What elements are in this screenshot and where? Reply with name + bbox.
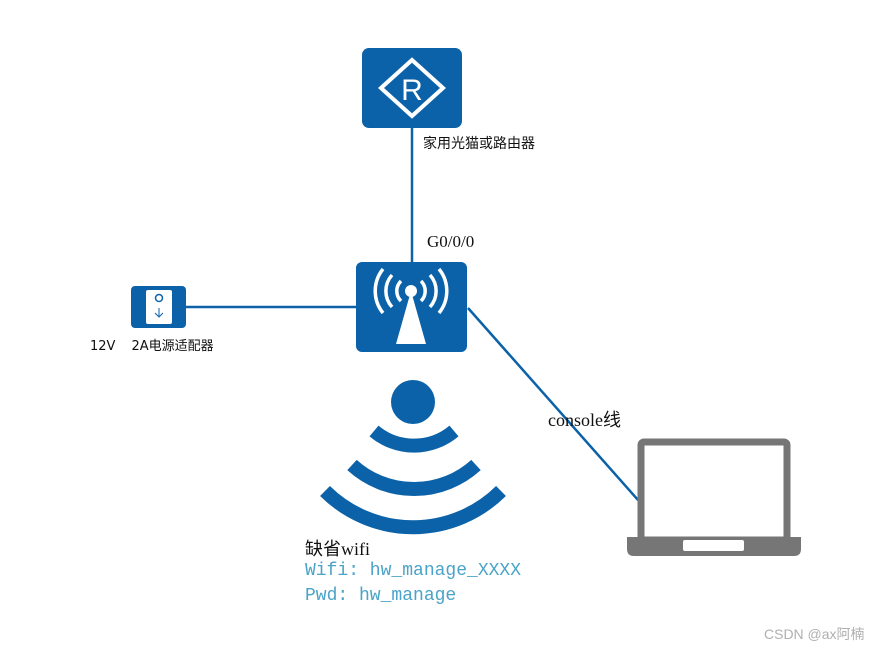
wireless-ap-icon [356, 262, 467, 352]
console-cable [467, 307, 639, 501]
adapter-label: 12V 2A电源适配器 [90, 335, 214, 354]
router-glyph: R [401, 74, 423, 107]
wifi-signal-icon [320, 380, 506, 535]
power-adapter-icon [131, 286, 186, 328]
router-r-icon: R [362, 48, 462, 128]
wifi-ssid: Wifi: hw_manage_XXXX [305, 561, 522, 581]
console-label: console线 [548, 410, 621, 430]
wifi-password: Pwd: hw_manage [305, 586, 457, 606]
adapter-spec: 2A电源适配器 [131, 339, 214, 354]
wifi-title: 缺省wifi [305, 539, 370, 559]
adapter-voltage: 12V [90, 339, 116, 354]
laptop-icon [627, 438, 801, 556]
router-label: 家用光猫或路由器 [423, 136, 535, 152]
port-label: G0/0/0 [427, 232, 475, 251]
watermark: CSDN @ax阿楠 [764, 626, 865, 642]
